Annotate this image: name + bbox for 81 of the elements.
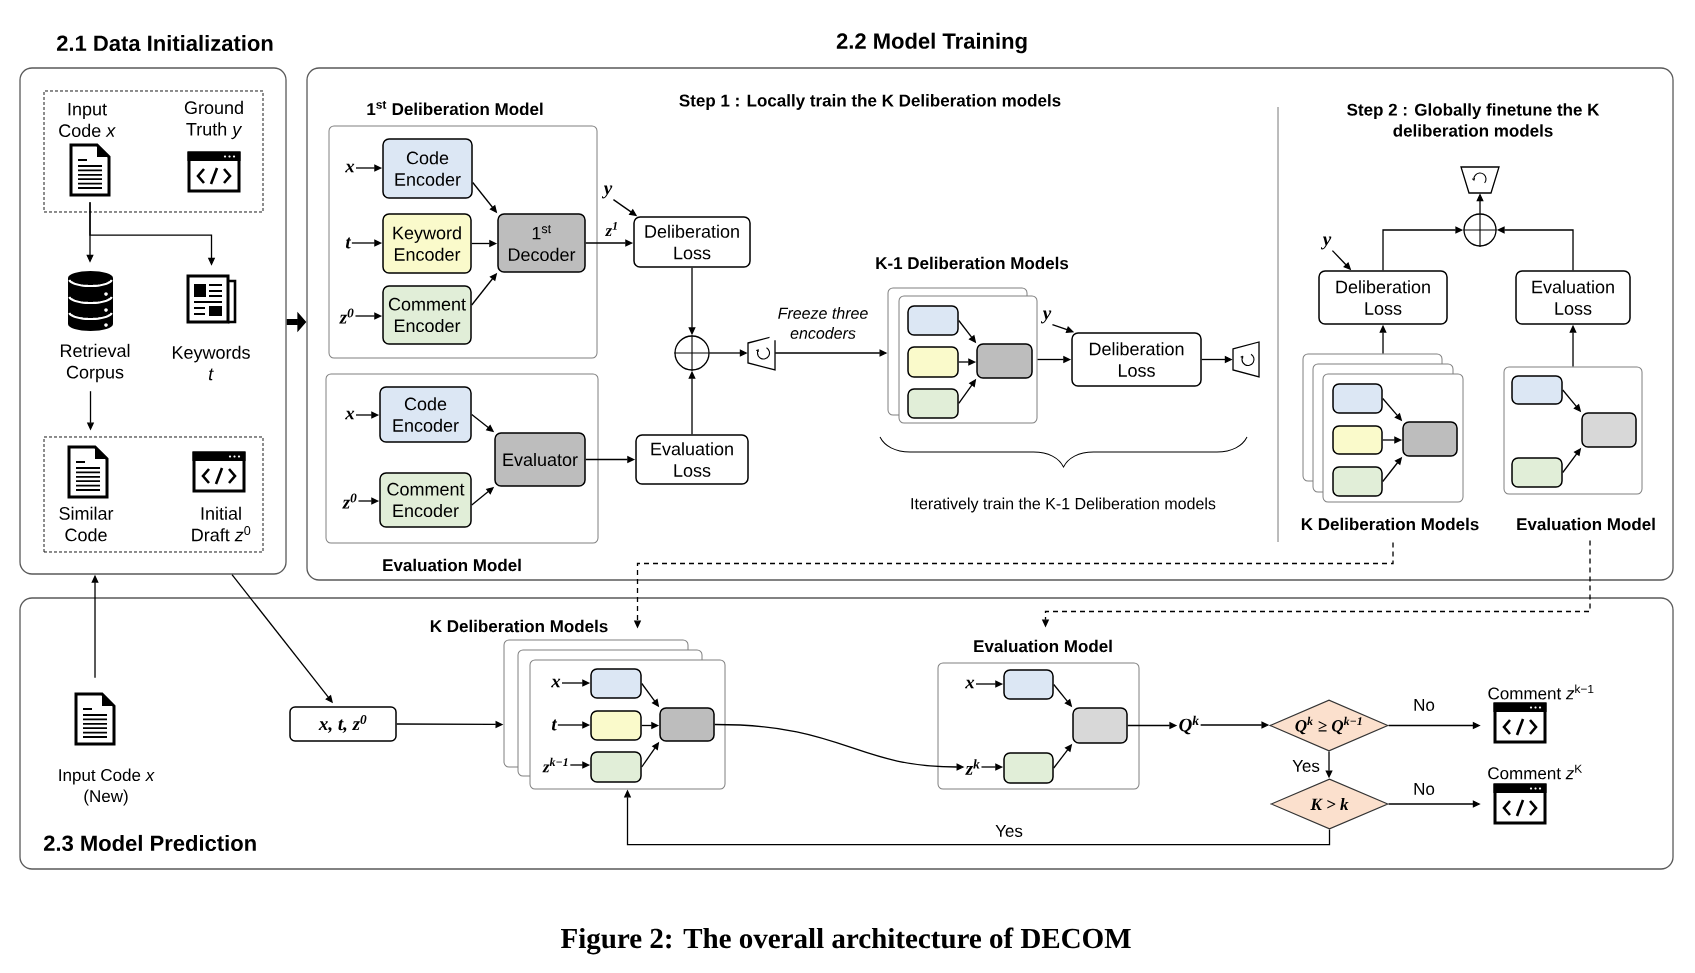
dashed-box	[43, 90, 264, 213]
encoder-box: Keyword Encoder	[382, 213, 472, 274]
variable-label: x	[965, 679, 975, 689]
module-box	[1072, 707, 1128, 744]
variable-label: y	[1320, 236, 1332, 250]
edge-label: No	[1411, 697, 1437, 713]
module-box	[976, 343, 1033, 379]
module-box	[907, 388, 959, 419]
encoder-box: Code Encoder	[382, 138, 473, 199]
loss-box: Deliberation Loss	[1071, 332, 1202, 387]
module-box	[907, 305, 959, 336]
icon-label: Input Code x (New)	[59, 768, 155, 806]
icon-label: Similar Code	[59, 506, 114, 542]
model-heading: K Deliberation Models	[1301, 517, 1479, 531]
module-box	[1581, 412, 1637, 448]
sum-circle	[673, 334, 711, 372]
edge-label: z$^{1}$	[604, 220, 621, 238]
variable-label: x	[345, 410, 355, 420]
variable-label: y	[601, 185, 613, 199]
variable-label: t	[551, 719, 558, 731]
variable-label: z$^{0}$	[342, 493, 357, 509]
edge-label: No	[1411, 781, 1437, 797]
module-box	[659, 707, 715, 742]
variable-label: x	[345, 163, 355, 173]
edge-label: Freeze three encoders	[769, 305, 877, 341]
variable-label: y	[1040, 310, 1052, 324]
step-heading: Step 2 : Globally finetune the K deliberation models	[1347, 103, 1600, 137]
edge-label: Yes	[993, 823, 1025, 839]
edge-label: Yes	[1290, 758, 1322, 774]
brace-label: Iteratively train the K-1 Deliberation models	[911, 497, 1216, 513]
encoder-box: Code Encoder	[379, 386, 472, 443]
module-box	[1511, 457, 1563, 488]
input-box: x, t, z$^{0}$	[289, 706, 397, 742]
loss-box: Evaluation Loss	[1515, 270, 1631, 325]
icon-label: Comment z$^{K}$	[1488, 764, 1583, 780]
trapezoid-symbol	[747, 335, 776, 371]
encoder-box: Comment Encoder	[379, 472, 472, 528]
variable-label: t	[345, 237, 352, 249]
section-heading: 2.1 Data Initialization	[56, 34, 273, 52]
model-heading: Evaluation Model	[383, 558, 521, 572]
trapezoid-symbol	[1460, 166, 1500, 194]
variable-label: x	[551, 678, 561, 688]
figure-caption: Figure 2: The overall architecture of DECOM	[561, 927, 1131, 955]
model-heading: Evaluation Model	[1517, 517, 1655, 531]
icon-label: Initial Draft z$^{0}$	[192, 506, 251, 542]
model-heading: K-1 Deliberation Models	[876, 256, 1069, 270]
variable-label: z$^{0}$	[339, 308, 354, 324]
icon-label: Input Code x	[59, 102, 116, 137]
module-box	[907, 346, 959, 378]
sum-circle	[1462, 212, 1498, 248]
module-box	[1402, 421, 1458, 457]
loss-box: Evaluation Loss	[635, 434, 749, 485]
module-box	[1511, 375, 1563, 405]
variable-label: Q$^{k}$	[1179, 715, 1199, 735]
icon-label: Ground Truth y	[184, 100, 243, 140]
step-heading: Step 1 : Locally train the K Deliberation models	[679, 94, 1061, 110]
module-box	[1332, 383, 1383, 414]
module-box	[590, 751, 642, 783]
trapezoid-symbol	[1232, 341, 1260, 378]
model-heading: K Deliberation Models	[430, 619, 608, 633]
decoder-box: 1$^{st}$ Decoder	[497, 213, 586, 273]
module-box	[1003, 669, 1054, 700]
evaluator-box: Evaluator	[494, 432, 586, 487]
module-box	[1003, 752, 1054, 784]
section-heading: 2.3 Model Prediction	[44, 834, 256, 852]
icon-label: Comment z$^{k−1}$	[1488, 684, 1594, 700]
loss-box: Deliberation Loss	[1318, 270, 1448, 325]
module-box	[590, 668, 642, 699]
module-box	[1332, 425, 1383, 455]
variable-label: z$^{k}$	[965, 759, 980, 775]
model-heading: 1$^{st}$ Deliberation Model	[367, 100, 543, 116]
encoder-box: Comment Encoder	[382, 285, 472, 345]
model-heading: Evaluation Model	[974, 639, 1112, 653]
dashed-box	[43, 436, 264, 553]
icon-label: Retrieval Corpus	[60, 343, 130, 383]
icon-label: Keywords t	[172, 345, 250, 381]
variable-label: z$^{k−1}$	[542, 757, 568, 773]
module-box	[1332, 466, 1383, 497]
loss-box: Deliberation Loss	[633, 216, 751, 268]
section-heading: 2.2 Model Training	[836, 32, 1027, 54]
module-box	[590, 710, 642, 741]
